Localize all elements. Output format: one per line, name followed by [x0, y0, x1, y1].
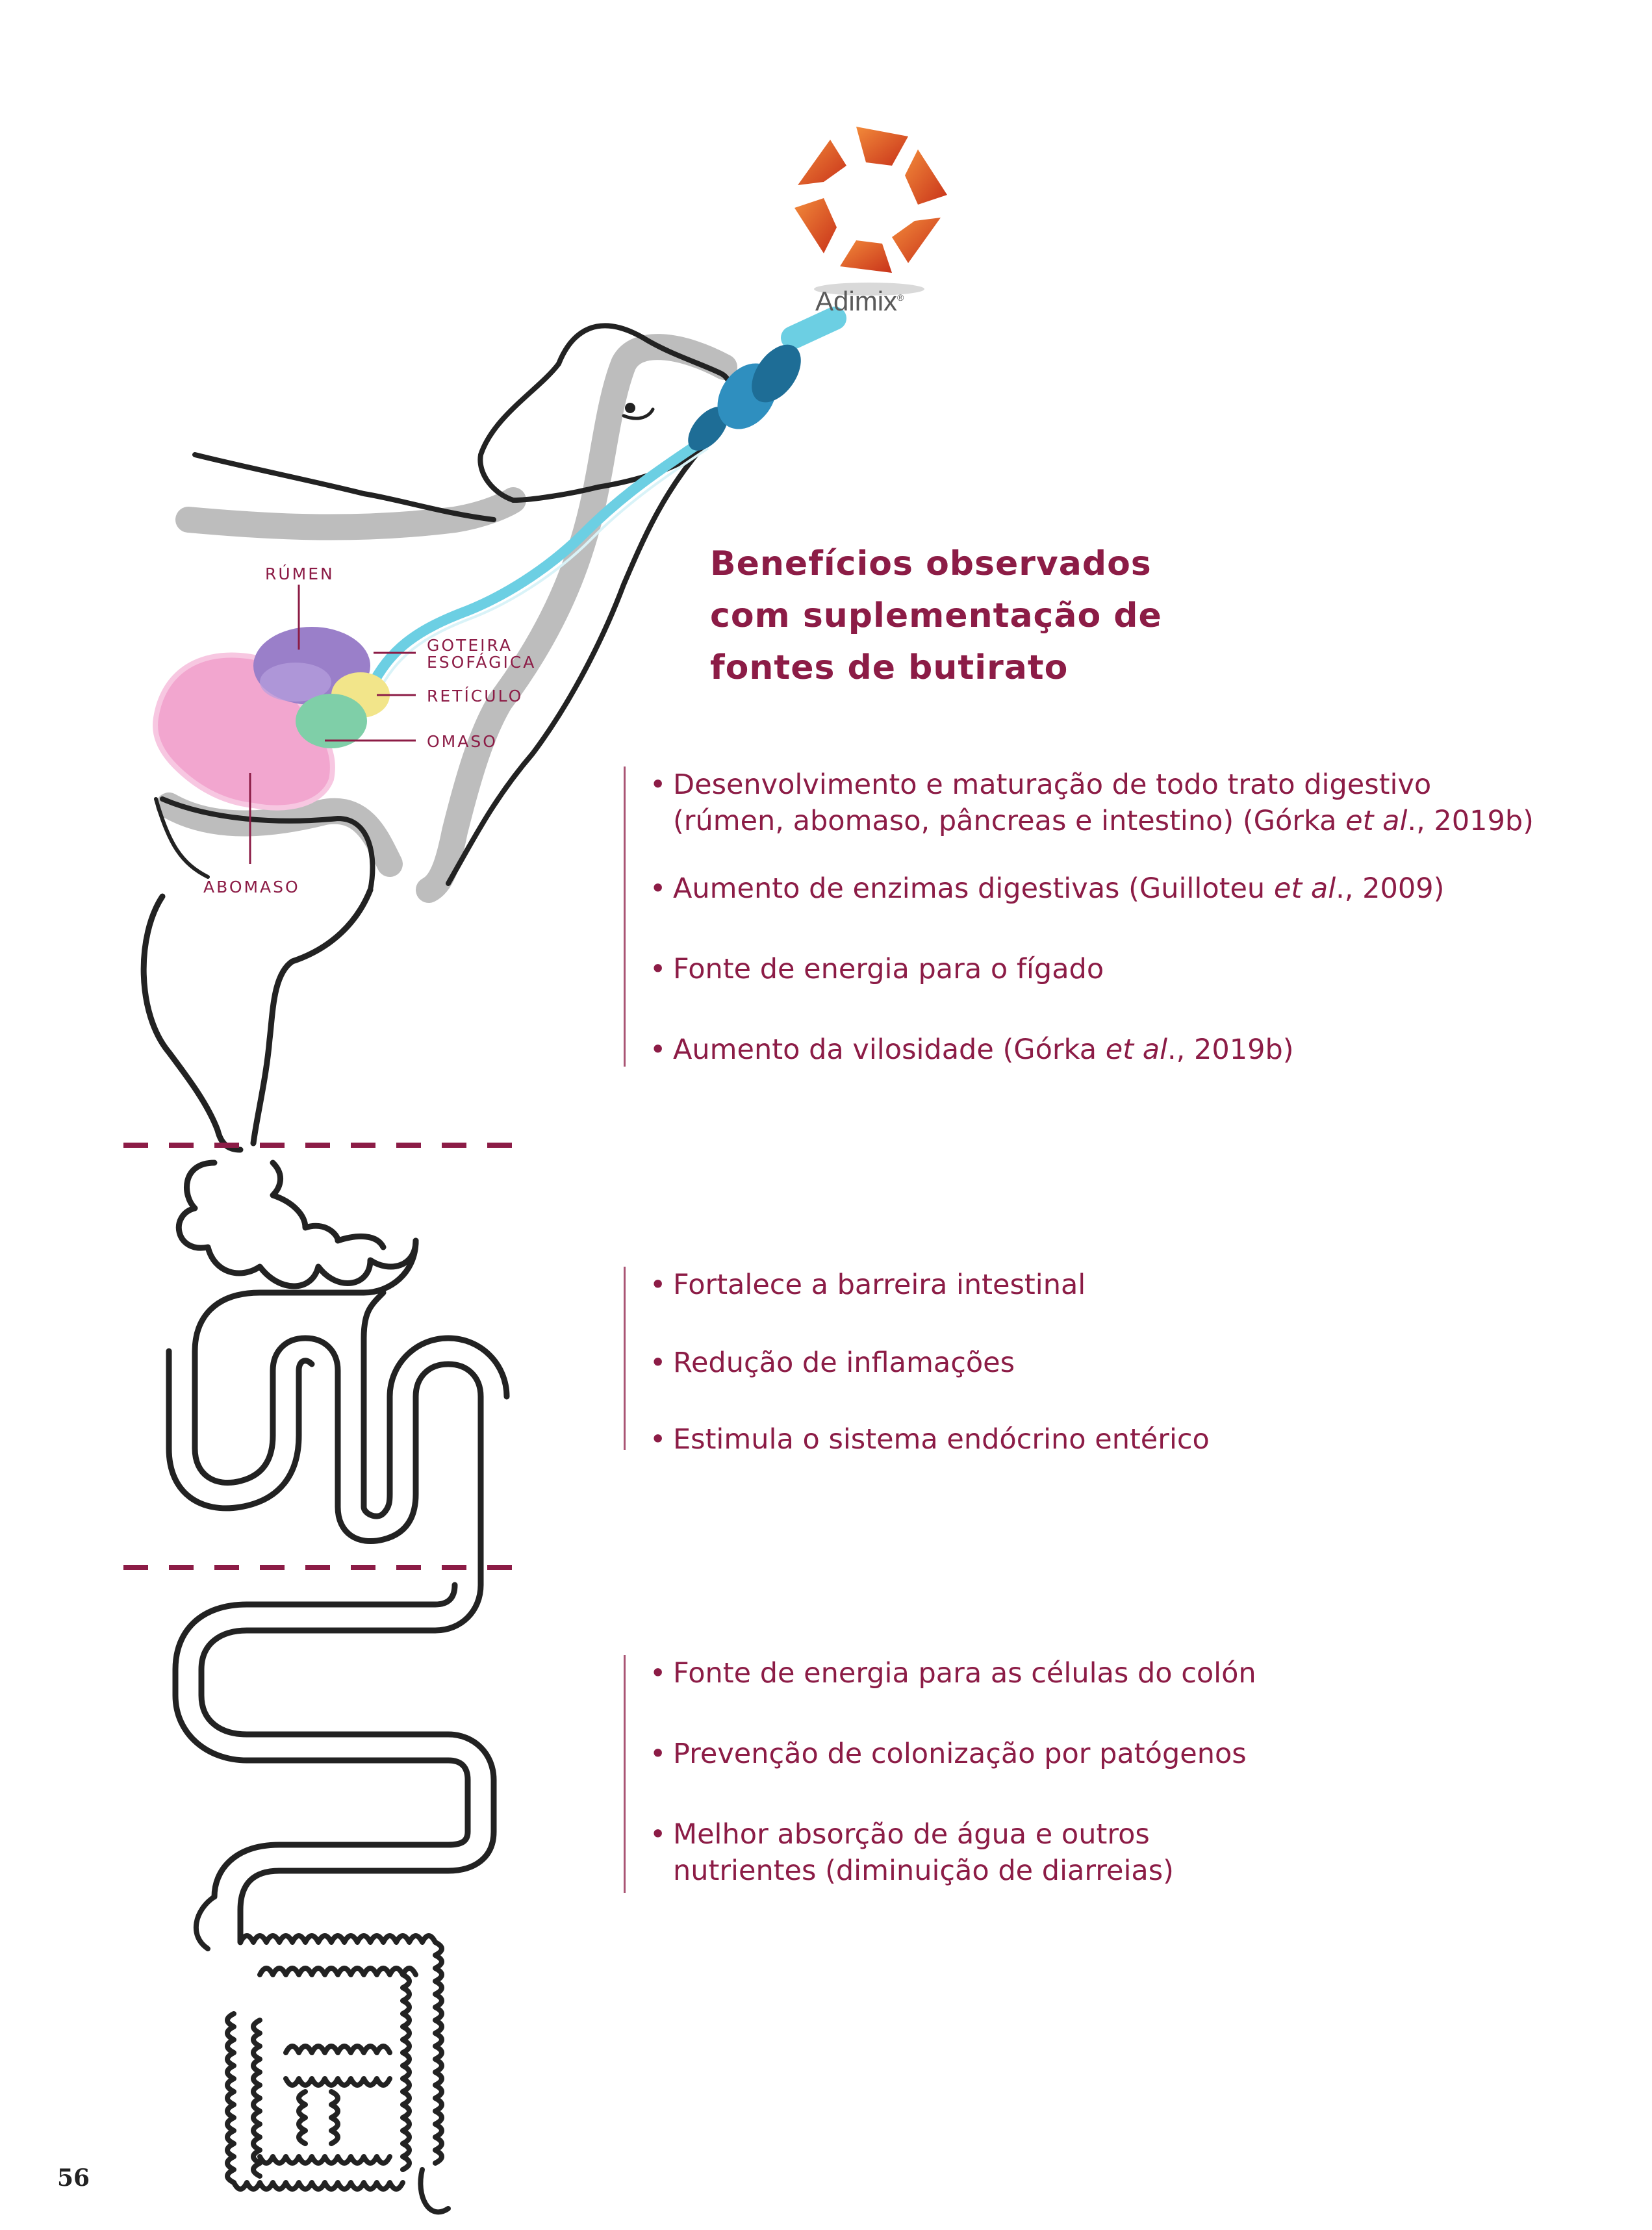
label-abomaso: ABOMASO: [203, 878, 300, 896]
list-item: •Aumento de enzimas digestivas (Guillote…: [650, 872, 1445, 905]
label-esofagica: ESOFÁGICA: [427, 653, 537, 672]
group-bar: [624, 1267, 626, 1450]
list-item: •Desenvolvimento e maturação de todo tra…: [650, 768, 1534, 837]
list-item: •Fonte de energia para as células do col…: [650, 1657, 1256, 1690]
label-rumen: RÚMEN: [265, 564, 335, 583]
page-number: 56: [57, 2164, 90, 2192]
logo-name: Adimix: [815, 286, 898, 316]
title-line-3: fontes de butirato: [710, 648, 1069, 687]
group-bar: [624, 1655, 626, 1893]
list-item: •Fortalece a barreira intestinal: [650, 1269, 1086, 1301]
label-goteira: GOTEIRA: [427, 636, 513, 655]
group-bar: [624, 767, 626, 1067]
intestine-outline: [140, 887, 419, 1289]
label-omaso: OMASO: [427, 732, 498, 751]
list-item: •Estimula o sistema endócrino entérico: [650, 1423, 1210, 1456]
list-item: •Melhor absorção de água e outros nutrie…: [650, 1818, 1174, 1887]
list-item: •Redução de inflamações: [650, 1347, 1015, 1379]
feeding-tube: [365, 307, 846, 696]
label-leader-lines: [249, 585, 416, 864]
section-dividers: [123, 1143, 520, 1570]
stomach-compartments: [153, 627, 390, 811]
list-item: •Aumento da vilosidade (Górka et al., 20…: [650, 1033, 1294, 1066]
title-line-1: Benefícios observados: [710, 544, 1152, 583]
registered-mark: ®: [897, 292, 904, 303]
list-item: •Prevenção de colonização por patógenos: [650, 1738, 1247, 1770]
adimix-logo-text: Adimix®: [815, 286, 904, 317]
title-line-2: com suplementação de: [710, 596, 1162, 635]
large-intestine: [194, 1894, 451, 2215]
small-intestine: [166, 1237, 510, 1945]
adimix-logo-mark: [794, 127, 947, 296]
list-item: •Fonte de energia para o fígado: [650, 953, 1104, 985]
label-reticulo: RETÍCULO: [427, 687, 524, 705]
page-title: Benefícios observados com suplementação …: [710, 538, 1230, 694]
